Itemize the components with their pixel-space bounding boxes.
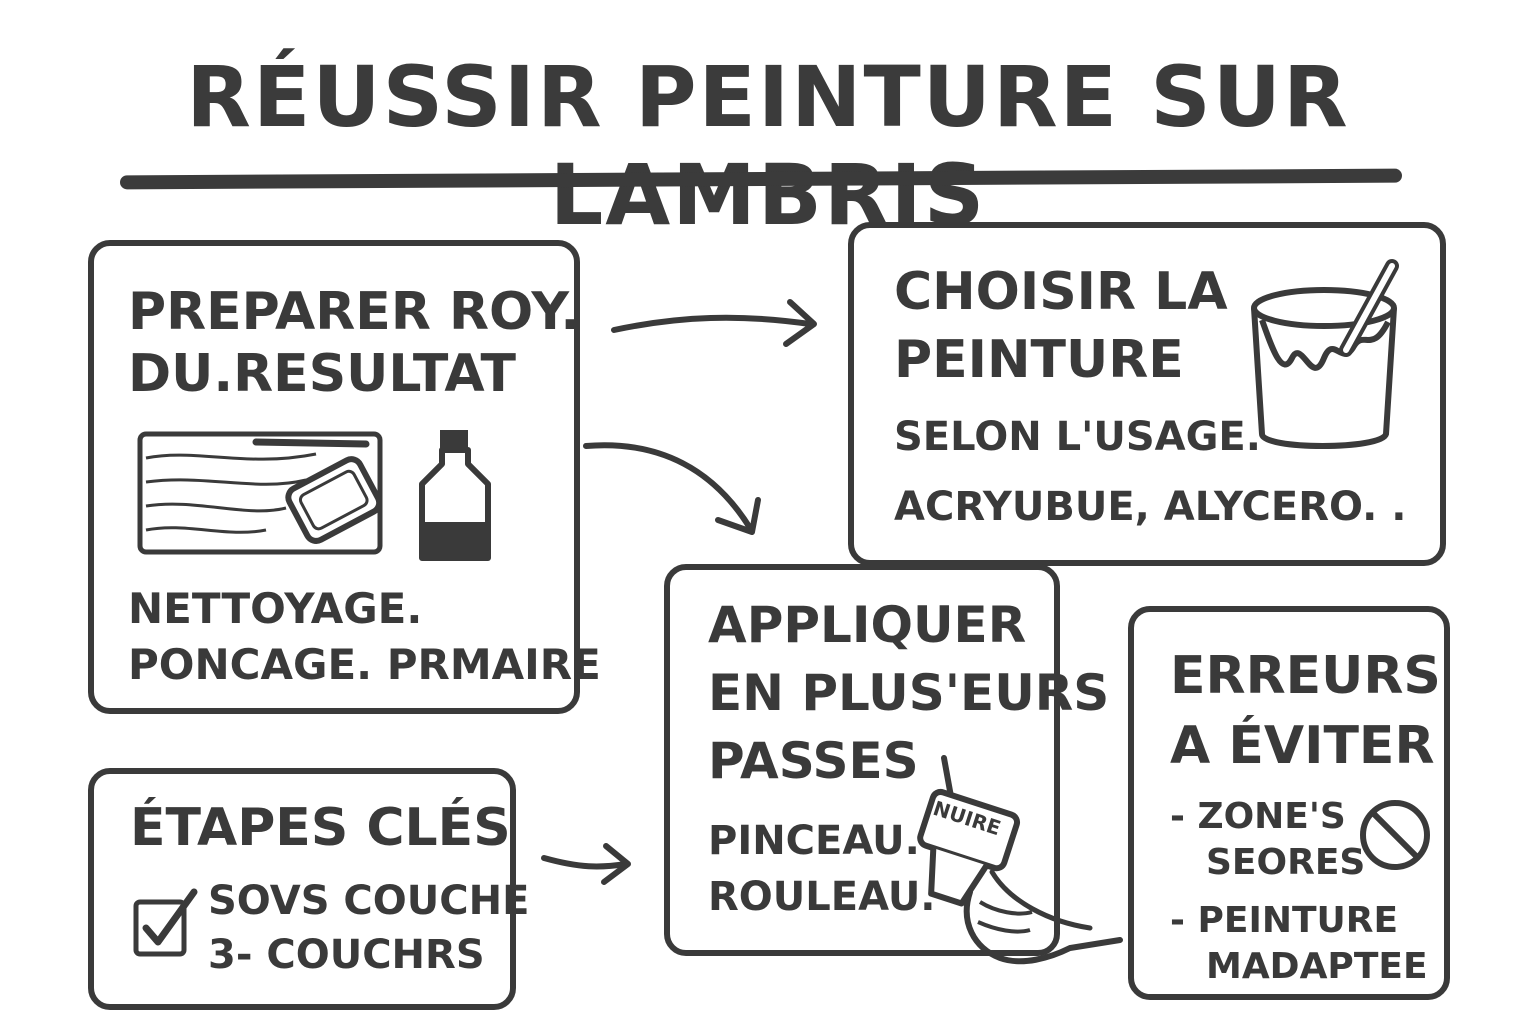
card-erreurs: ERREURS A ÉVITER - ZONE'S SEORES - PEINT… [1128, 606, 1450, 1000]
card-erreurs-item-2a: - PEINTURE [1170, 900, 1399, 941]
card-appliquer-heading-1: APPLIQUER [708, 596, 1027, 654]
card-etapes: ÉTAPES CLÉS SOVS COUCHE 3- COUCHRS [88, 768, 529, 1010]
page-title: RÉUSSIR PEINTURE SUR LAMBRIS [186, 48, 1350, 244]
arrow-preparer-to-choisir [611, 314, 813, 333]
checkbox-icon [133, 888, 198, 957]
card-appliquer-body-2: ROULEAU. [708, 874, 936, 920]
card-appliquer-body-1: PINCEAU. [708, 818, 920, 864]
card-appliquer: APPLIQUER EN PLUS'EURS PASSES PINCEAU. R… [664, 564, 1109, 956]
card-erreurs-item-1a: - ZONE'S [1170, 796, 1346, 837]
card-preparer-heading-1: PREPARER ROY. [128, 282, 581, 342]
card-erreurs-heading-2: A ÉVITER [1170, 716, 1435, 776]
card-preparer-body-1: NETTOYAGE. [128, 584, 423, 633]
card-appliquer-heading-3: PASSES [708, 732, 919, 790]
arrow-preparer-to-appliquer [583, 442, 753, 531]
paint-can-icon [1251, 259, 1399, 449]
card-etapes-item-2: 3- COUCHRS [208, 932, 485, 978]
card-preparer: PREPARER ROY. DU.RESULTAT NETTOYAGE. PON… [88, 240, 601, 714]
card-preparer-body-2: PONCAGE. PRMAIRE [128, 640, 601, 689]
card-preparer-heading-2: DU.RESULTAT [128, 344, 517, 404]
card-erreurs-heading-1: ERREURS [1170, 646, 1441, 706]
card-erreurs-item-2b: MADAPTEE [1206, 946, 1428, 987]
wood-sanding-icon [137, 431, 383, 555]
card-choisir-heading-2: PEINTURE [894, 330, 1184, 390]
card-choisir-heading-1: CHOISIR LA [894, 262, 1228, 322]
arrow-etapes-to-appliquer [541, 855, 629, 870]
bottle-icon [419, 430, 491, 561]
card-choisir: CHOISIR LA PEINTURE SELON L'USAGE. ACRYU… [848, 222, 1446, 566]
card-choisir-body-1: SELON L'USAGE. [894, 414, 1261, 460]
card-etapes-item-1: SOVS COUCHE [208, 878, 530, 924]
brush-hand-icon [917, 755, 1123, 965]
no-entry-icon [1360, 800, 1430, 870]
card-etapes-heading: ÉTAPES CLÉS [130, 798, 511, 858]
card-choisir-body-2: ACRYUBUE, ALYCERO. . [894, 484, 1407, 530]
card-erreurs-item-1b: SEORES [1206, 842, 1366, 883]
card-appliquer-heading-2: EN PLUS'EURS [708, 664, 1110, 722]
